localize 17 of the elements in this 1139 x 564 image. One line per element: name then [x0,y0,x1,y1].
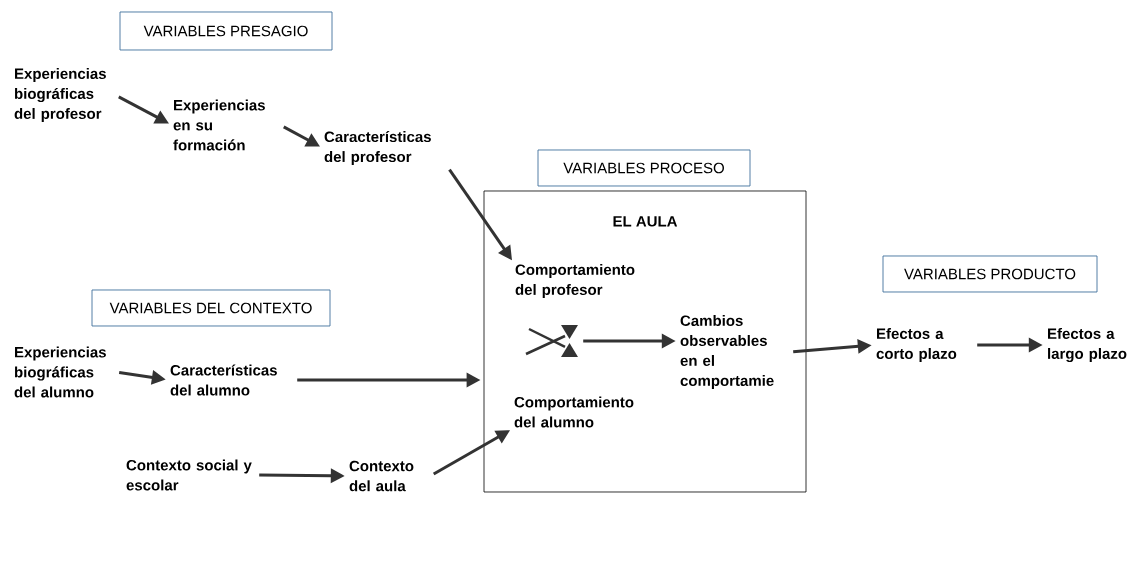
node-label: Comportamiento del alumno [514,396,634,428]
node-label: Efectos a largo plazo [1048,327,1127,362]
header-box: VARIABLES PRESAGIO [119,11,333,51]
node-label: Experiencias biográficas del profesor [14,68,106,122]
node-label: Efectos a corto plazo [876,328,957,362]
node-label: Características del alumno [170,364,277,396]
node-label: Características del profesor [324,130,431,166]
crossing-symbol [525,325,578,357]
node-label: Experiencias en su formación [173,99,265,151]
header-box: VARIABLES PRODUCTO [882,255,1098,293]
header-box: VARIABLES PROCESO [537,149,751,187]
node-label: Experiencias biográficas del alumno [14,346,106,398]
node-label: Contexto del aula [349,460,414,492]
node-label: Cambios observables en el comportamie [680,315,774,389]
node-label: Comportamiento del profesor [515,264,635,298]
node-label: Contexto social y escolar [126,459,252,491]
header-box: VARIABLES DEL CONTEXTO [91,289,331,327]
